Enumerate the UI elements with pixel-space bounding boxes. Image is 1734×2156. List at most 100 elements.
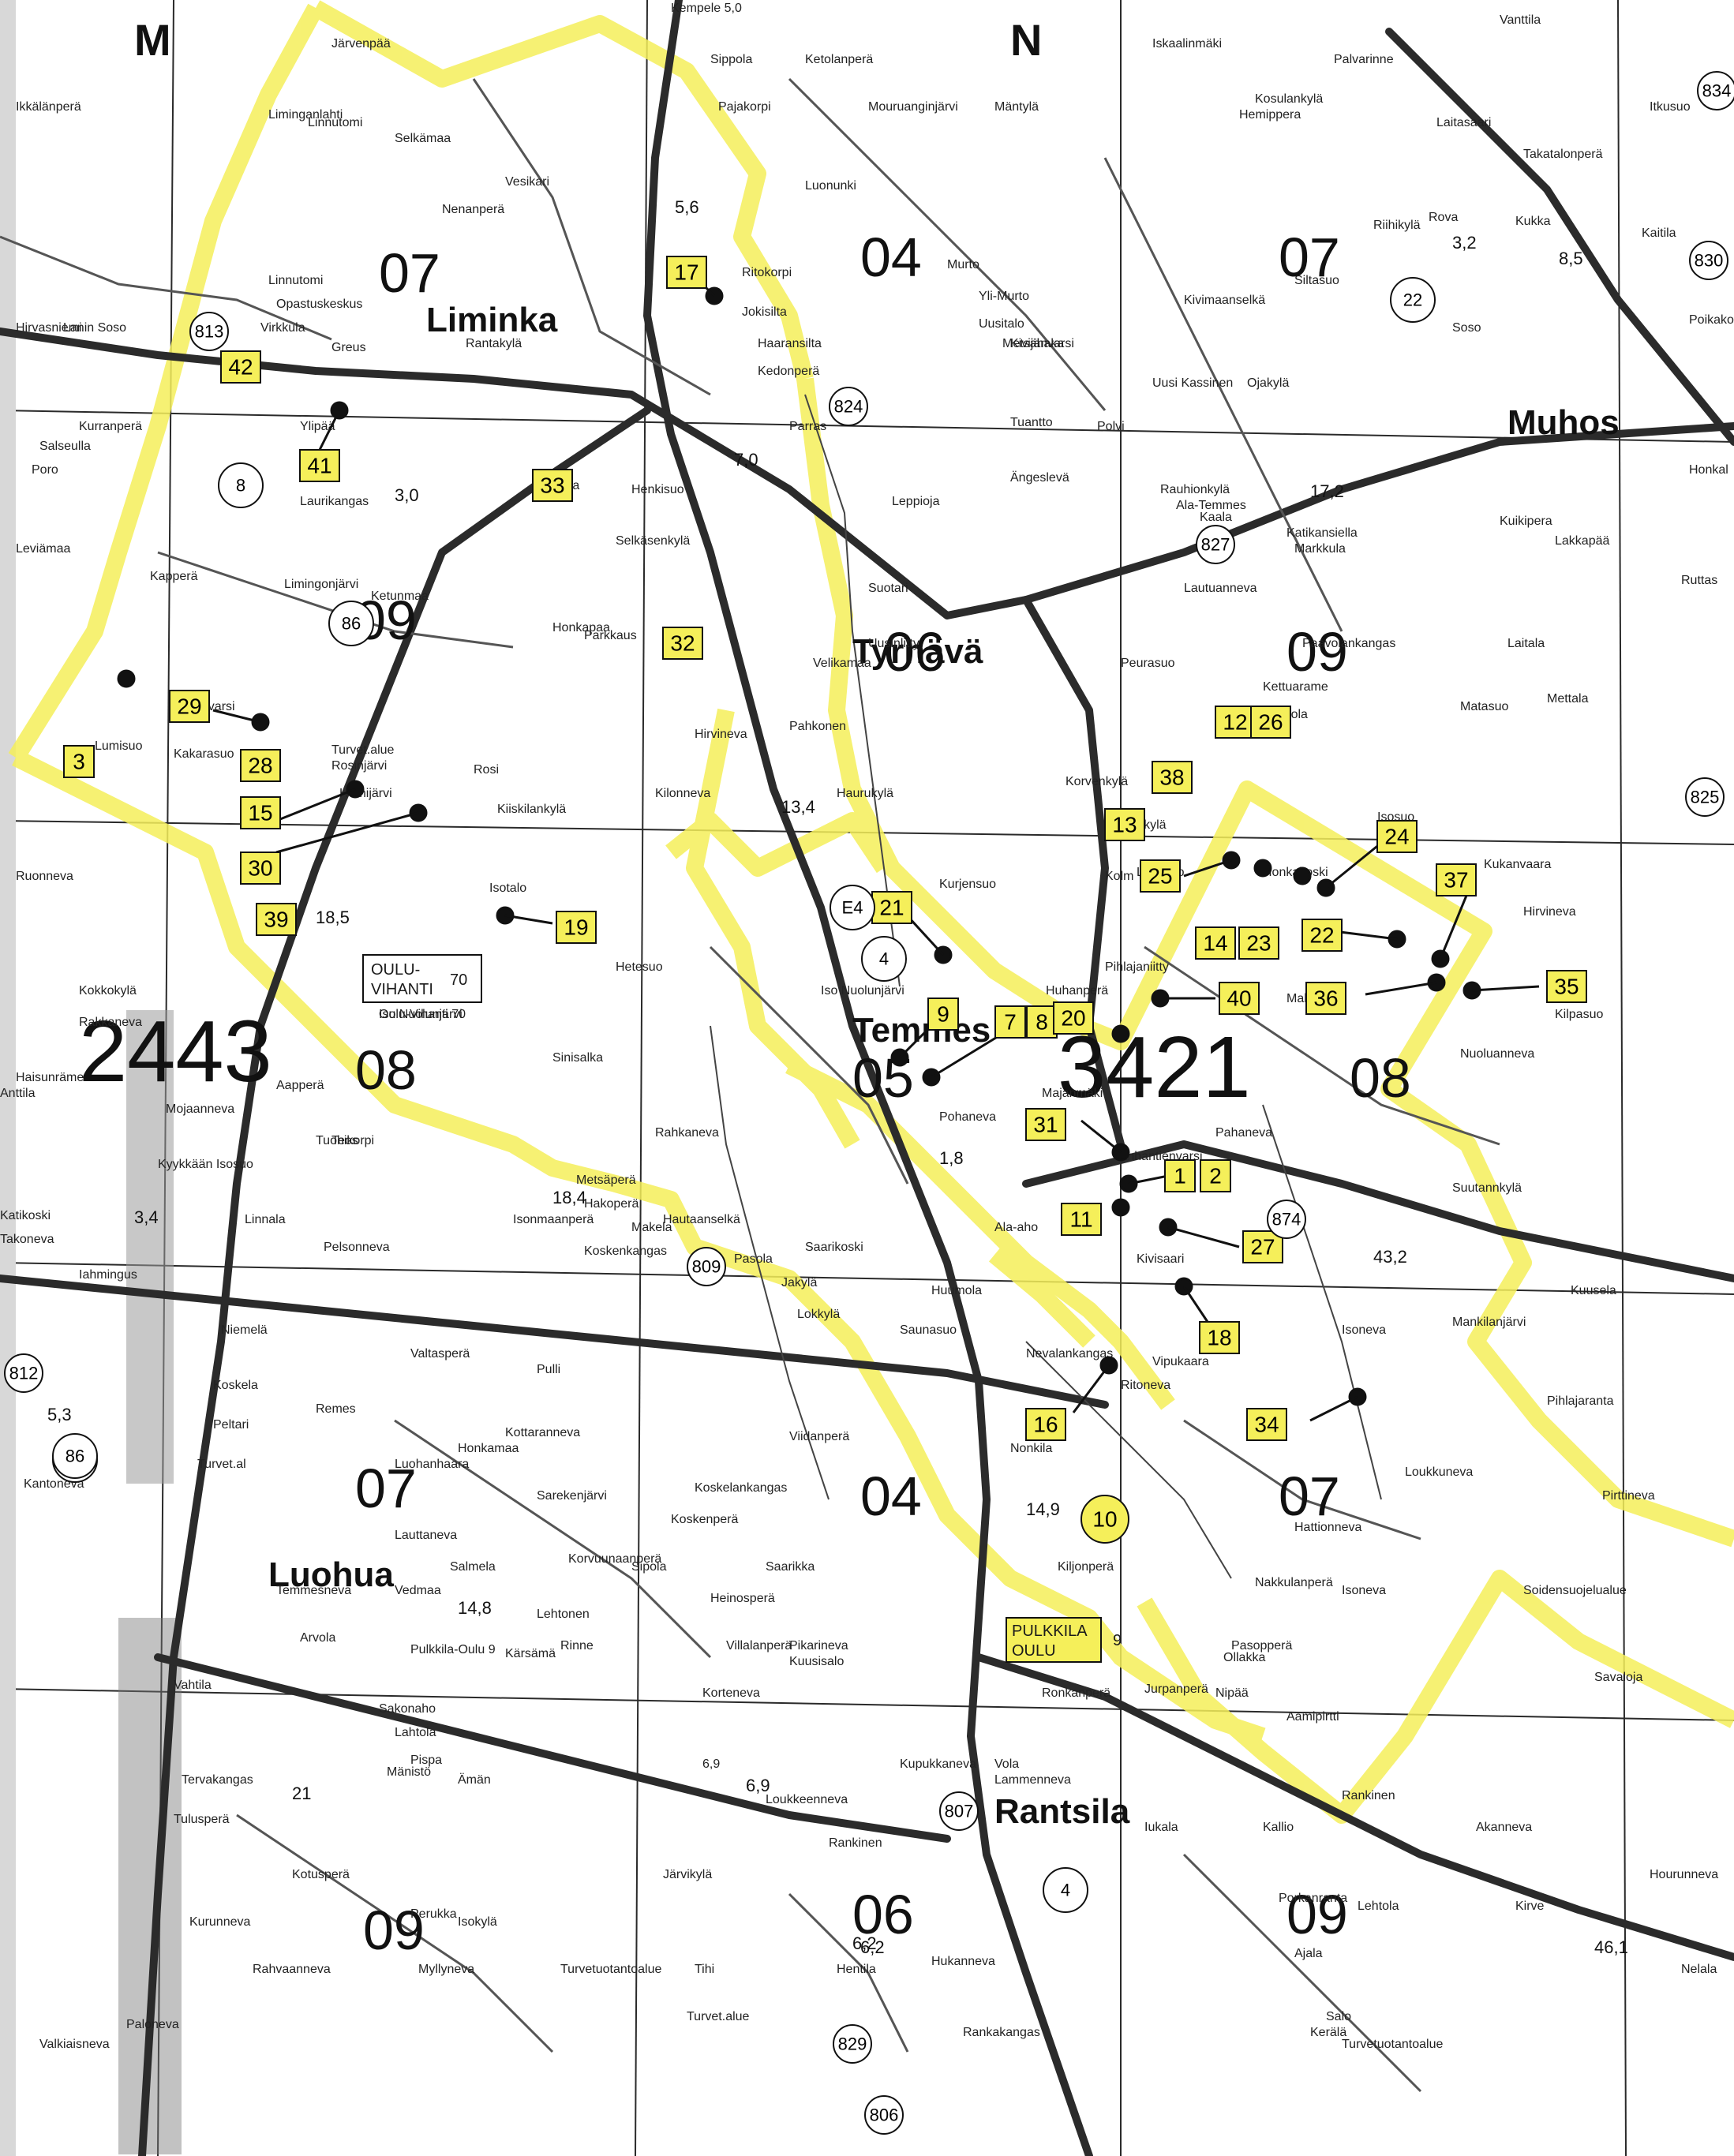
numbered-box-14: 14 xyxy=(1195,926,1236,960)
place-name: Vanttila xyxy=(1500,13,1541,27)
sheet-number: 07 xyxy=(1279,1465,1340,1527)
place-name: Mouruanginjärvi xyxy=(868,100,958,114)
numbered-box-40: 40 xyxy=(1219,982,1260,1015)
place-name: Ritoneva xyxy=(1121,1379,1170,1392)
sheet-number: 08 xyxy=(1350,1047,1411,1109)
place-name: Kärsämä xyxy=(505,1647,556,1660)
place-name: Ängeslevä xyxy=(1010,470,1069,485)
place-name: Hukanneva xyxy=(931,1955,995,1968)
place-name: Rankakangas xyxy=(963,2026,1040,2039)
svg-text:806: 806 xyxy=(870,2105,899,2125)
numbered-box-31: 31 xyxy=(1025,1108,1066,1141)
place-name: Koskela xyxy=(213,1379,258,1392)
place-name: Sippola xyxy=(710,53,752,66)
place-name: Rinne xyxy=(560,1639,594,1653)
place-name: Villalanperä xyxy=(726,1639,792,1653)
numbered-box-38: 38 xyxy=(1152,761,1193,794)
road-number-812: 812 xyxy=(4,1353,43,1393)
town-temmes: Temmes xyxy=(852,1011,991,1050)
distance-label: 3,0 xyxy=(395,485,419,505)
place-name: Paavolankangas xyxy=(1302,637,1395,650)
place-name: Lumisuo xyxy=(95,739,143,753)
place-name: Kiljonperä xyxy=(1058,1560,1114,1574)
svg-text:8: 8 xyxy=(1036,1010,1048,1035)
place-name: Iso Nuolunjärvi xyxy=(821,984,904,998)
numbered-box-16: 16 xyxy=(1025,1408,1066,1441)
place-name: Huumola xyxy=(931,1284,982,1297)
svg-text:36: 36 xyxy=(1313,986,1338,1011)
place-name: Pihlajaniitty xyxy=(1105,960,1169,974)
place-name: Henkisuo xyxy=(631,483,684,496)
place-name: Rahkaneva xyxy=(655,1126,719,1140)
place-name: Perukka xyxy=(410,1907,457,1921)
place-name: Soso xyxy=(1452,321,1481,335)
place-name: Uusi Kassinen xyxy=(1152,376,1233,390)
place-name: Saunasuo xyxy=(900,1323,957,1337)
svg-text:807: 807 xyxy=(945,1802,974,1821)
place-name: Ronkanperä xyxy=(1042,1686,1110,1700)
svg-text:27: 27 xyxy=(1250,1235,1275,1260)
place-name: Riihikylä xyxy=(1373,219,1421,232)
sheet-number: 06 xyxy=(852,1884,914,1945)
place-name: Hautaanselkä xyxy=(663,1213,740,1226)
distance-label: 18,5 xyxy=(316,908,350,927)
svg-text:38: 38 xyxy=(1159,765,1184,790)
place-name: Kurranperä xyxy=(79,420,142,433)
place-name: Koskelankangas xyxy=(695,1481,787,1495)
place-name: Liminganlahti xyxy=(268,108,343,122)
place-name: Kettuarame xyxy=(1263,680,1328,694)
numbered-box-34: 34 xyxy=(1246,1408,1287,1441)
place-name: Vola xyxy=(994,1757,1019,1771)
place-name: Hirvasniemi xyxy=(16,321,82,335)
place-name: Luonunki xyxy=(805,179,856,193)
svg-text:8: 8 xyxy=(236,476,245,496)
numbered-box-9: 9 xyxy=(927,998,959,1031)
place-name: Remes xyxy=(316,1402,356,1416)
svg-text:26: 26 xyxy=(1258,710,1283,735)
place-name: Leviämaa xyxy=(16,542,70,556)
place-name: Lehtola xyxy=(1358,1900,1399,1913)
place-name: Leppioja xyxy=(892,495,940,508)
place-name: Kivimaanselkä xyxy=(1184,294,1265,307)
road-number-807: 807 xyxy=(939,1791,979,1831)
distance-label: 14,9 xyxy=(1026,1499,1060,1519)
place-name: Hirvineva xyxy=(695,728,747,741)
place-name: Kolm xyxy=(1105,870,1133,883)
place-name: Kuusela xyxy=(1571,1284,1616,1297)
road-number-825: 825 xyxy=(1685,777,1725,817)
svg-text:13: 13 xyxy=(1112,813,1137,837)
distance-label: 6,2 xyxy=(852,1933,877,1953)
place-name: Isonmaanperä xyxy=(513,1213,594,1226)
svg-text:24: 24 xyxy=(1384,825,1409,849)
sheet-number: 09 xyxy=(363,1900,425,1961)
place-name: Pasopperä xyxy=(1231,1639,1292,1653)
place-name: Mettala xyxy=(1547,692,1589,706)
place-name: Sakonaho xyxy=(379,1702,436,1716)
place-name: Turvet.al xyxy=(197,1458,246,1471)
place-name: Koskenperä xyxy=(671,1513,738,1526)
place-name: Salo xyxy=(1326,2010,1351,2023)
sign-number: 9 xyxy=(1113,1632,1122,1649)
numbered-box-32: 32 xyxy=(662,627,703,660)
numbered-box-28: 28 xyxy=(240,749,281,782)
place-name: Kaitila xyxy=(1642,226,1676,240)
sheet-number: 08 xyxy=(355,1039,417,1101)
place-name: Lanin Soso xyxy=(63,321,126,335)
place-name: Hakoperä xyxy=(584,1197,639,1211)
road-numbers: 813868248278258348302288680981286E448078… xyxy=(4,71,1734,2135)
sign-line1: OULU- xyxy=(371,961,420,979)
place-name: Linnala xyxy=(245,1213,286,1226)
place-name: Hattionneva xyxy=(1294,1521,1361,1534)
place-name: Loukkeenneva xyxy=(766,1793,848,1806)
sheet-number: 07 xyxy=(379,242,440,304)
place-name: Matasuo xyxy=(1460,700,1508,713)
place-name: Linnutomi xyxy=(308,116,362,129)
numbered-box-18: 18 xyxy=(1199,1321,1240,1354)
place-name: Kupukkaneva xyxy=(900,1757,976,1771)
svg-text:3: 3 xyxy=(73,750,85,774)
svg-text:825: 825 xyxy=(1691,788,1720,807)
place-name: Hemippera xyxy=(1239,108,1301,122)
